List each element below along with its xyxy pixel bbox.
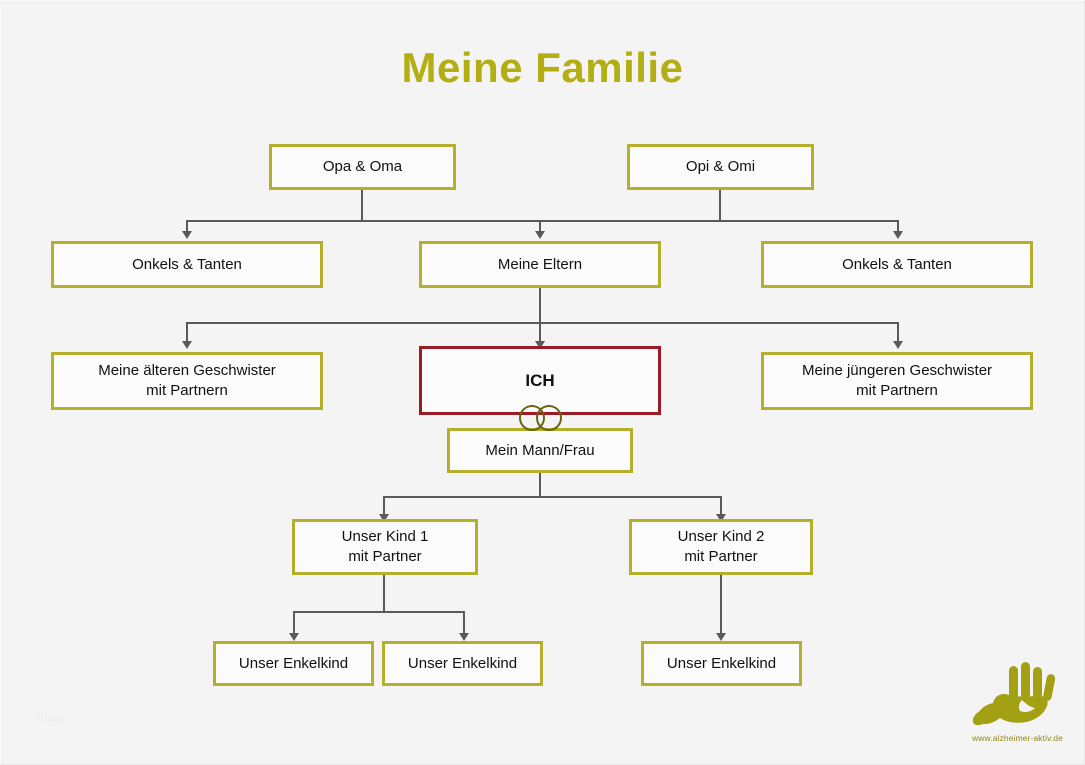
node-enkelkind-2-label: Unser Enkelkind xyxy=(407,654,518,672)
connector-bus-siblings xyxy=(187,322,899,324)
node-aeltere-geschwister-label-line1: Meine älteren Geschwister xyxy=(98,362,276,379)
node-opa-oma[interactable]: Opa & Oma xyxy=(269,144,456,190)
connector-bus-to-enkelkind2 xyxy=(463,611,465,634)
connector-eltern-down xyxy=(539,288,541,323)
arrow-juengere-geschwister xyxy=(893,341,903,349)
node-kind-2-label-line2: mit Partner xyxy=(684,548,758,565)
node-juengere-geschwister[interactable]: Meine jüngeren Geschwister mit Partnern xyxy=(761,352,1033,410)
node-enkelkind-3[interactable]: Unser Enkelkind xyxy=(641,641,802,686)
node-ich-label: ICH xyxy=(525,370,555,390)
connector-bus-to-kind2 xyxy=(720,496,722,515)
arrow-enkelkind3 xyxy=(716,633,726,641)
logo-url-text: www.alzheimer-aktiv.de xyxy=(972,733,1063,743)
connector-bus-to-onkels-left xyxy=(186,220,188,232)
arrow-eltern xyxy=(535,231,545,239)
node-aeltere-geschwister-label-line2: mit Partnern xyxy=(146,382,228,399)
node-enkelkind-1-label: Unser Enkelkind xyxy=(238,654,349,672)
connector-bus-enkel xyxy=(293,611,465,613)
node-opa-oma-label: Opa & Oma xyxy=(322,158,403,175)
node-onkels-tanten-right-label: Onkels & Tanten xyxy=(842,255,952,273)
node-onkels-tanten-left[interactable]: Onkels & Tanten xyxy=(51,241,323,288)
page-title: Meine Familie xyxy=(401,44,684,91)
node-kind-1[interactable]: Unser Kind 1 mit Partner xyxy=(292,519,478,575)
node-juengere-geschwister-label-line1: Meine jüngeren Geschwister xyxy=(801,362,993,379)
arrow-kind2 xyxy=(716,514,726,522)
connector-kind2-down xyxy=(720,575,722,634)
connector-bus-to-ich xyxy=(539,322,541,342)
node-kind-1-label-line1: Unser Kind 1 xyxy=(341,528,429,545)
node-opi-omi-label: Opi & Omi xyxy=(685,158,756,175)
connector-bus-to-enkelkind1 xyxy=(293,611,295,634)
node-mein-mann-frau-label: Mein Mann/Frau xyxy=(485,441,595,459)
wedding-ring-right-icon xyxy=(536,405,562,431)
node-enkelkind-1[interactable]: Unser Enkelkind xyxy=(213,641,374,686)
connector-bus-grandparents xyxy=(187,220,899,222)
arrow-kind1 xyxy=(379,514,389,522)
connector-bus-to-eltern xyxy=(539,220,541,232)
node-meine-eltern[interactable]: Meine Eltern xyxy=(419,241,661,288)
arrow-aeltere-geschwister xyxy=(182,341,192,349)
connector-bus-to-juengere xyxy=(897,322,899,342)
connector-bus-kinder xyxy=(383,496,722,498)
arrow-onkels-right xyxy=(893,231,903,239)
node-mein-mann-frau[interactable]: Mein Mann/Frau xyxy=(447,428,633,473)
connector-bus-to-kind1 xyxy=(383,496,385,515)
node-onkels-tanten-left-label: Onkels & Tanten xyxy=(132,255,242,273)
hand-print-icon xyxy=(972,662,1056,726)
node-meine-eltern-label: Meine Eltern xyxy=(497,255,583,273)
watermark-text: blog xyxy=(36,710,64,725)
node-aeltere-geschwister[interactable]: Meine älteren Geschwister mit Partnern xyxy=(51,352,323,410)
connector-opi-omi-down xyxy=(719,190,721,221)
connector-bus-to-aeltere xyxy=(186,322,188,342)
connector-bus-to-onkels-right xyxy=(897,220,899,232)
arrow-onkels-left xyxy=(182,231,192,239)
connector-opa-oma-down xyxy=(361,190,363,221)
node-enkelkind-2[interactable]: Unser Enkelkind xyxy=(382,641,543,686)
node-opi-omi[interactable]: Opi & Omi xyxy=(627,144,814,190)
arrow-enkelkind2 xyxy=(459,633,469,641)
connector-kind1-down xyxy=(383,575,385,612)
connector-mann-frau-down xyxy=(539,473,541,497)
node-kind-1-label-line2: mit Partner xyxy=(348,548,422,565)
node-kind-2-label-line1: Unser Kind 2 xyxy=(677,528,765,545)
node-enkelkind-3-label: Unser Enkelkind xyxy=(666,654,777,672)
node-onkels-tanten-right[interactable]: Onkels & Tanten xyxy=(761,241,1033,288)
node-kind-2[interactable]: Unser Kind 2 mit Partner xyxy=(629,519,813,575)
logo[interactable]: www.alzheimer-aktiv.de xyxy=(960,660,1075,755)
arrow-enkelkind1 xyxy=(289,633,299,641)
node-juengere-geschwister-label-line2: mit Partnern xyxy=(856,382,938,399)
marriage-rings xyxy=(519,405,565,431)
arrow-ich xyxy=(535,341,545,349)
